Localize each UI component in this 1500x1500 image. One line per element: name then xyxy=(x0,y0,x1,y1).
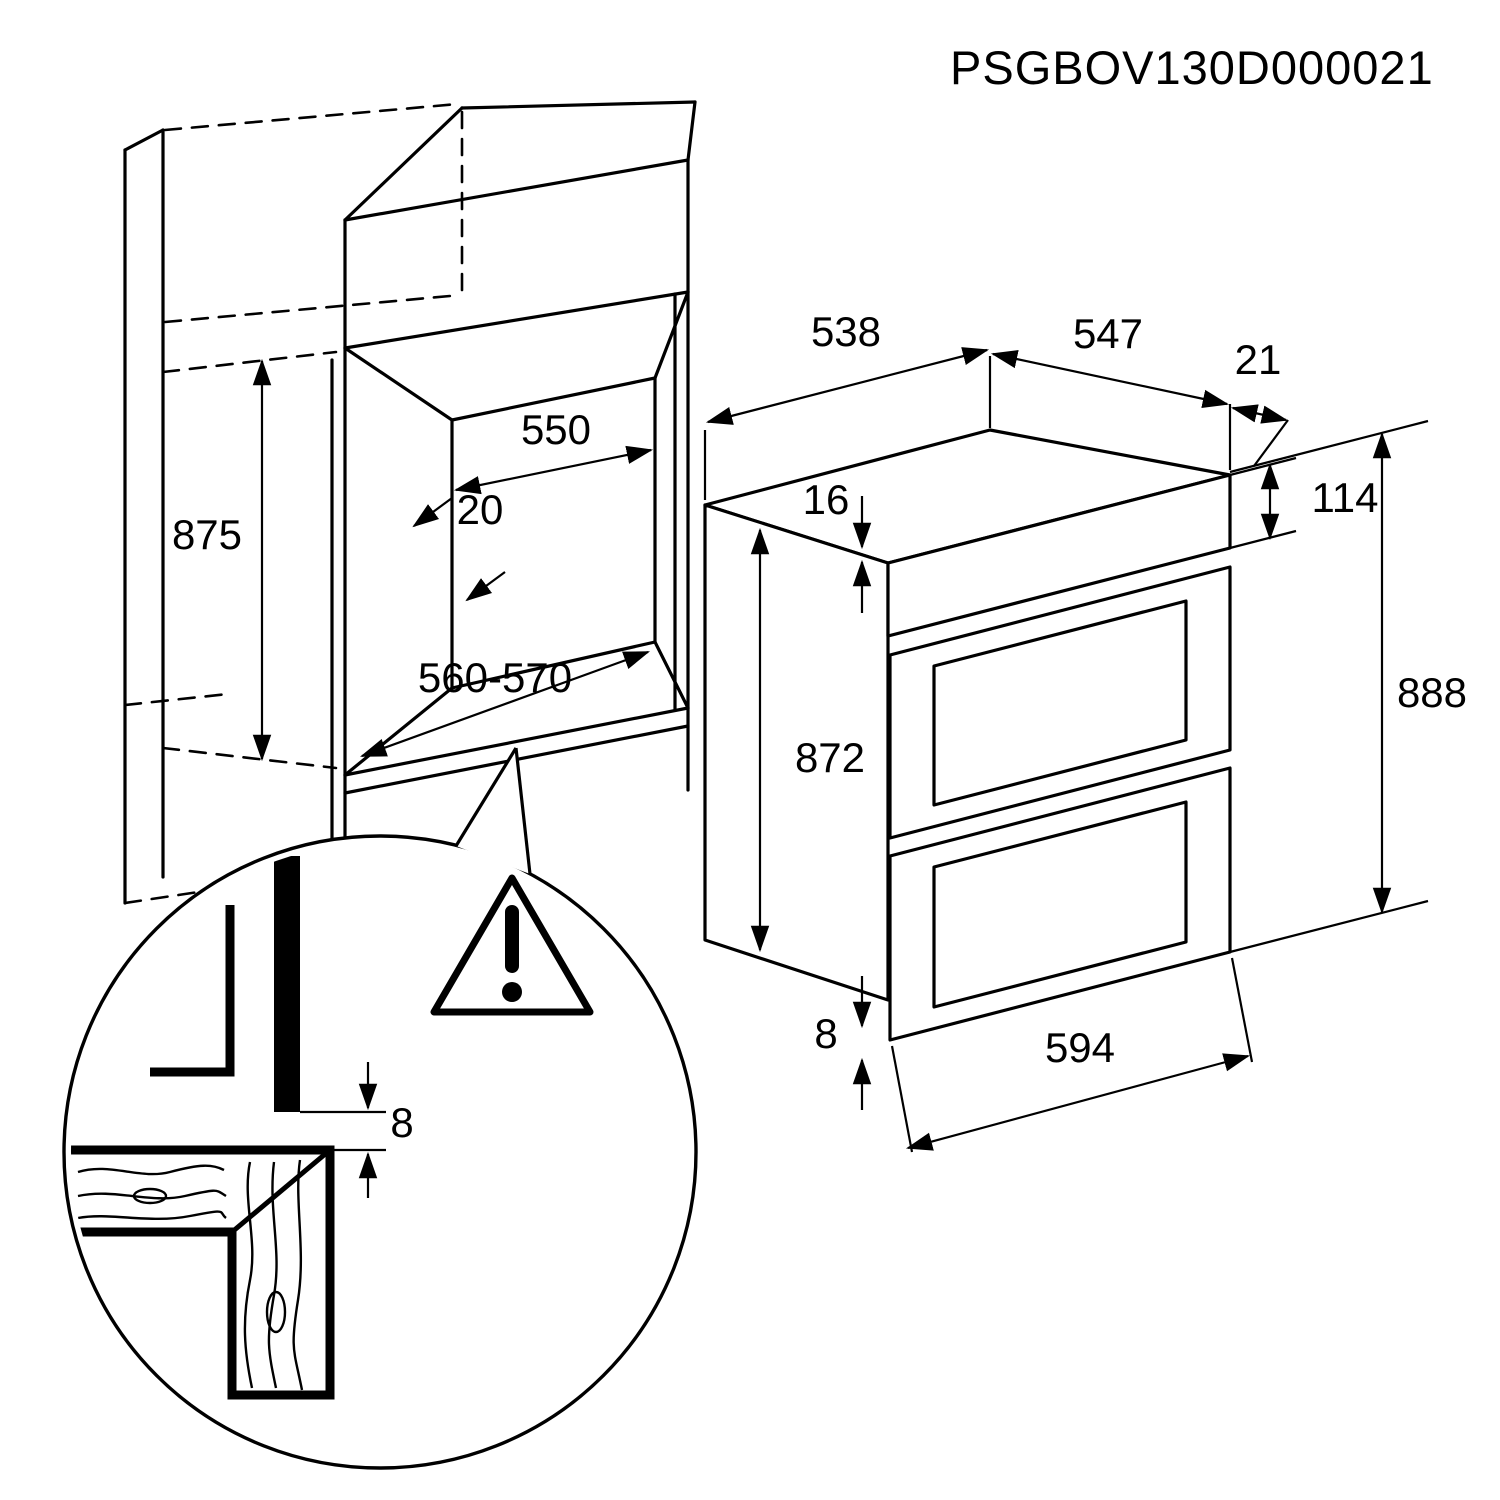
dim-line-niche-width xyxy=(453,445,654,495)
ext-line xyxy=(1253,419,1289,467)
ext-line xyxy=(1229,899,1429,954)
dim-depth: 538 xyxy=(811,308,881,355)
ext-line xyxy=(1229,529,1297,550)
dim-top-clearance: 16 xyxy=(803,476,850,523)
ext-line xyxy=(1230,957,1254,1063)
oven-lower-door-window xyxy=(932,800,1188,1009)
dim-niche-width: 550 xyxy=(521,406,591,453)
wood-panel-miter xyxy=(230,1148,332,1234)
cabinet-line xyxy=(686,100,697,162)
ext-line xyxy=(1229,456,1297,477)
dimension-labels: 875 550 20 560-570 538 547 21 16 114 872… xyxy=(172,308,1467,1146)
oven-drawing xyxy=(703,428,1232,1042)
dim-panel-thickness: 20 xyxy=(457,486,504,533)
dim-front-width: 594 xyxy=(1045,1024,1115,1071)
dim-total-height: 888 xyxy=(1397,669,1467,716)
rear-trim-bar xyxy=(274,856,300,1112)
dim-niche-height: 875 xyxy=(172,511,242,558)
callout-tail-edge xyxy=(514,747,532,875)
wood-grain xyxy=(77,1159,304,1391)
cabinet-line xyxy=(123,128,165,152)
dim-bottom-gap: 8 xyxy=(814,1010,837,1057)
cabinet-line xyxy=(653,290,690,380)
cabinet-line xyxy=(450,376,657,422)
oven-side-face xyxy=(703,503,890,1002)
cabinet-line xyxy=(460,100,697,110)
dim-line-niche-depth xyxy=(360,650,650,758)
cabinet-hidden-edges xyxy=(123,102,464,905)
detail-section xyxy=(71,856,594,1400)
dim-line-front-width xyxy=(905,1053,1251,1151)
dim-body-height: 872 xyxy=(795,734,865,781)
dim-line-top-width xyxy=(990,350,1230,408)
detail-callout xyxy=(62,747,698,1470)
dim-line-depth xyxy=(705,347,990,425)
cabinet-line xyxy=(343,106,464,222)
dim-line-overhang xyxy=(1230,404,1289,424)
oven-upper-door-window xyxy=(932,599,1188,807)
warning-triangle-icon xyxy=(430,874,594,1016)
ext-line xyxy=(890,1045,914,1153)
oven-upper-door xyxy=(888,565,1232,840)
cabinet-line xyxy=(343,290,690,350)
cabinet-line xyxy=(343,158,690,222)
dim-arrow-panel-thickness xyxy=(465,571,506,602)
model-number: PSGBOV130D000021 xyxy=(950,41,1434,94)
dim-overhang: 21 xyxy=(1235,336,1282,383)
wood-panel-outline xyxy=(71,1145,335,1400)
callout-tail-edge xyxy=(454,747,518,847)
cabinet-line xyxy=(343,686,454,777)
cabinet-line xyxy=(653,640,690,710)
back-panel-edge xyxy=(150,905,235,1077)
dim-rear-gap: 8 xyxy=(390,1099,413,1146)
dim-top-width: 547 xyxy=(1073,310,1143,357)
cabinet-line xyxy=(343,346,454,422)
dim-niche-depth: 560-570 xyxy=(418,654,572,701)
dim-arrow-panel-thickness xyxy=(412,497,453,528)
dim-panel-height: 114 xyxy=(1312,474,1379,521)
callout-tail xyxy=(456,748,530,874)
dimensions xyxy=(252,347,1429,1198)
ext-line xyxy=(1229,419,1429,474)
